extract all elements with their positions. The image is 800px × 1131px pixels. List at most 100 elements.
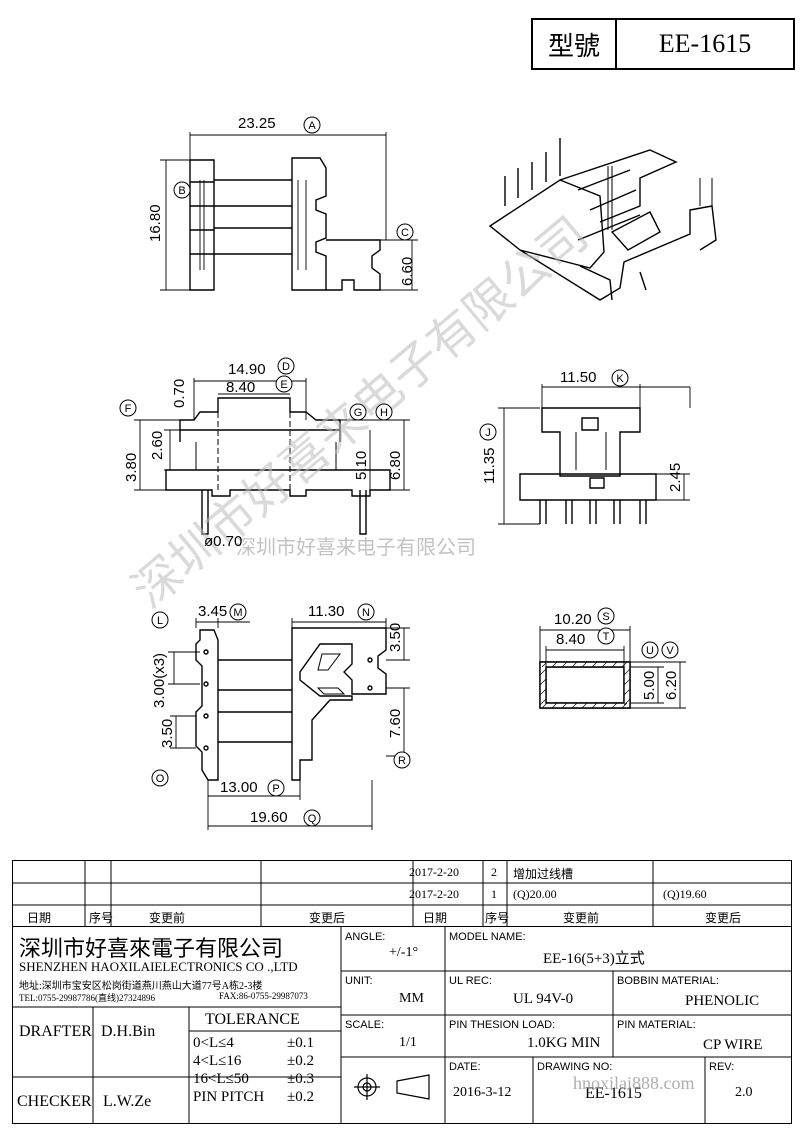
unit-value: MM [399,991,424,1006]
rev-value: 2.0 [735,1085,753,1100]
callout-circle-j [479,423,497,441]
dim-V: 6.20 [663,671,680,700]
callout-letter-r: R [398,755,406,767]
isometric-view [488,138,717,301]
tol-value-4: ±0.2 [287,1089,314,1105]
rev2-no: 2 [491,865,497,879]
ul-label: UL REC: [449,975,492,987]
callout-circle-s [597,607,615,625]
callout-circle-c [396,223,414,241]
dim-inner-h: 2.60 [149,431,166,460]
callout-letter-a: A [308,120,316,132]
drawing-no-value: EE-1615 [585,1085,642,1102]
dim-Q: 19.60 [250,809,288,826]
dim-F: 3.80 [123,453,140,482]
tol-range-4: PIN PITCH [193,1089,265,1105]
dim-pin-dia: ø0.70 [204,533,242,550]
callout-circle-o [151,769,169,787]
company-tel: TEL:0755-29987786(直线)27324896 [19,993,155,1003]
callout-letter-u: U [646,645,654,657]
dim-R: 7.60 [387,709,404,738]
hdr-before-2: 变更前 [563,911,600,925]
unit-label: UNIT: [345,975,373,987]
callout-circle-h [375,403,393,421]
dim-top-gap: 0.70 [171,379,188,408]
callout-circle-p [267,779,285,797]
callout-circle-g [349,403,367,421]
drawing-no-label: DRAWING NO: [537,1061,613,1073]
pin-material-label: PIN MATERIAL: [617,1019,696,1031]
callout-circle-n [357,603,375,621]
dim-H: 6.80 [387,451,404,480]
callout-circle-v [661,641,679,659]
tol-range-3: 16<L≤50 [193,1071,249,1087]
dim-U: 5.00 [641,671,658,700]
callout-letter-b: B [178,185,185,197]
tol-value-2: ±0.2 [287,1053,314,1069]
drafter-value: D.H.Bin [101,1023,156,1040]
projection-symbol-icon [354,1074,430,1100]
dim-P: 13.00 [220,779,258,796]
rev2-date: 2017-2-20 [409,865,459,879]
model-name-value: EE-16(5+3)立式 [543,951,645,967]
tol-range-1: 0<L≤4 [193,1035,234,1051]
pin-material-value: CP WIRE [703,1037,763,1053]
scale-value: 1/1 [399,1035,417,1050]
checker-label: CHECKER [17,1093,92,1110]
tolerance-title: TOLERANCE [205,1011,300,1028]
callout-letter-f: F [125,403,132,415]
dim-A: 23.25 [238,115,276,132]
rev1-no: 1 [491,887,497,901]
dim-G: 5.10 [353,451,370,480]
callout-circle-u [641,641,659,659]
callout-circle-q [303,809,321,827]
callout-circle-b [173,181,191,199]
section-view [539,661,631,709]
dim-top-right: 3.50 [387,623,404,652]
model-box: 型號 EE-1615 [531,18,795,70]
callout-letter-e: E [280,379,287,391]
dim-L: 3.00(x3) [151,653,168,708]
callout-letter-d: D [282,361,290,373]
ul-value: UL 94V-0 [513,991,574,1007]
side-view [519,407,657,524]
hdr-no-1: 序号 [89,911,114,925]
callout-letter-v: V [666,645,674,657]
callout-letter-s: S [602,611,609,623]
dim-C: 6.60 [399,257,416,286]
callout-letter-c: C [401,227,409,239]
revision-grid [13,861,791,927]
watermark-url: hnoxilai888.com [573,1073,695,1093]
dim-pin-len: 2.45 [667,463,684,492]
date-value: 2016-3-12 [453,1085,512,1100]
callout-letter-k: K [616,373,624,385]
callout-letter-g: G [354,407,363,419]
model-name-label: MODEL NAME: [449,931,526,943]
tol-range-2: 4<L≤16 [193,1053,242,1069]
callout-letter-o: O [156,773,165,785]
rev1-after: (Q)19.60 [663,887,707,901]
title-block-grid [13,927,791,1123]
callout-circle-k [611,369,629,387]
hdr-date-1: 日期 [27,911,52,925]
bobbin-material-label: BOBBIN MATERIAL: [617,975,719,987]
hdr-before-1: 变更前 [149,911,186,925]
dim-B: 16.80 [147,204,164,242]
hdr-after-1: 变更后 [309,911,346,925]
rev2-before: 增加过线槽 [513,867,574,881]
hdr-no-2: 序号 [485,911,510,925]
callout-letter-q: Q [308,813,317,825]
scale-label: SCALE: [345,1019,385,1031]
callout-circle-m [229,603,247,621]
callout-letter-m: M [233,607,242,619]
model-box-label: 型號 [533,20,617,68]
dim-K: 11.50 [560,369,596,386]
rev-label: REV: [709,1061,735,1073]
dim-J: 11.35 [481,448,498,484]
callout-letter-t: T [603,631,610,643]
revision-table: 2017-2-20 2 增加过线槽 2017-2-20 1 (Q)20.00 (… [12,860,792,927]
hdr-date-2: 日期 [423,911,448,925]
callout-letter-h: H [380,407,388,419]
dim-D: 14.90 [228,361,266,378]
